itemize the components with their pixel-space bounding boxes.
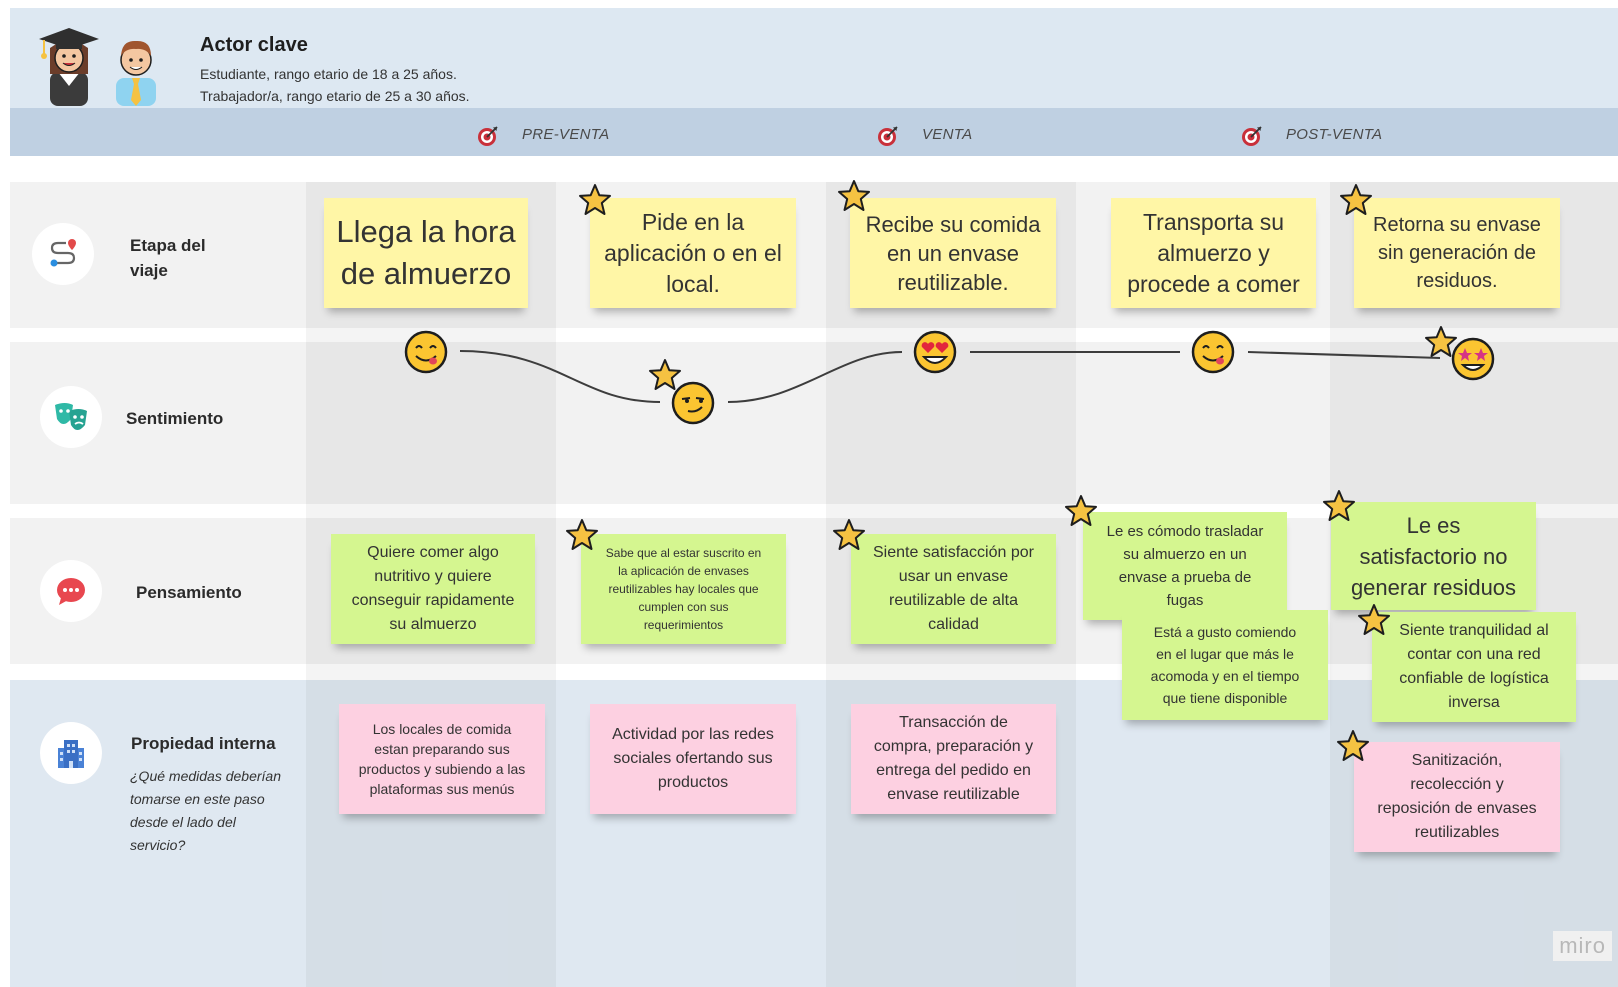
star-icon [648,358,682,392]
chat-bubble-icon [40,560,102,622]
worker-avatar-icon [110,34,162,106]
row-label-propiedad: Propiedad interna [131,734,276,753]
building-icon [40,722,102,784]
student-avatar-icon [36,24,102,106]
service-note: Actividad por las redes sociales ofertan… [590,704,796,814]
emoji-yum-icon [403,329,449,375]
row-label-etapa: Etapa del viaje [130,236,206,280]
service-note: Transacción de compra, preparación y ent… [851,704,1056,814]
actor-description-line-1: Estudiante, rango etario de 18 a 25 años… [200,66,457,82]
journey-note: Transporta su almuerzo y procede a comer [1111,198,1316,308]
journey-note: Retorna su envase sin generación de resi… [1354,198,1560,308]
journey-note: Llega la hora de almuerzo [324,198,528,308]
theater-masks-icon [40,386,102,448]
star-icon [1336,729,1370,763]
actor-description-line-2: Trabajador/a, rango etario de 25 a 30 añ… [200,88,470,104]
star-icon [565,518,599,552]
row-band-propiedad [10,680,1618,987]
phase-label-pre-venta: PRE-VENTA [522,126,610,143]
service-note: Sanitización, recolección y reposición d… [1354,742,1560,852]
service-note: Los locales de comida estan preparando s… [339,704,545,814]
route-icon [32,223,94,285]
row-label-pensamiento: Pensamiento [136,583,242,602]
star-icon [1357,603,1391,637]
star-icon [1322,489,1356,523]
thought-note: Sabe que al estar suscrito en la aplicac… [581,534,786,644]
thought-note: Siente tranquilidad al contar con una re… [1372,612,1576,722]
phase-label-venta: VENTA [922,126,973,143]
star-icon [832,518,866,552]
star-icon [1064,494,1098,528]
thought-note: Le es satisfactorio no generar residuos [1331,502,1536,610]
thought-note: Quiere comer algo nutritivo y quiere con… [331,534,535,644]
phase-label-post-venta: POST-VENTA [1286,126,1383,143]
thought-note: Le es cómodo trasladar su almuerzo en un… [1083,512,1287,620]
journey-note: Recibe su comida en un envase reutilizab… [850,198,1056,308]
miro-watermark: miro [1553,931,1612,961]
emoji-star-struck-icon [1450,336,1496,382]
star-icon [1424,325,1458,359]
emoji-yum-icon [1190,329,1236,375]
emoji-heart-eyes-icon [912,329,958,375]
row-band-sentimiento [10,342,1618,504]
thought-note: Siente satisfacción por usar un envase r… [851,534,1056,644]
row-label-sentimiento: Sentimiento [126,409,224,428]
thought-note: Está a gusto comiendo en el lugar que má… [1122,610,1328,720]
header-panel [10,8,1618,108]
row-sublabel-propiedad: ¿Qué medidas deberían tomarse en este pa… [130,768,281,853]
journey-note: Pide en la aplicación o en el local. [590,198,796,308]
phase-bar [10,108,1618,156]
actor-title: Actor clave [200,34,308,56]
emoji-smirk-icon [670,380,716,426]
